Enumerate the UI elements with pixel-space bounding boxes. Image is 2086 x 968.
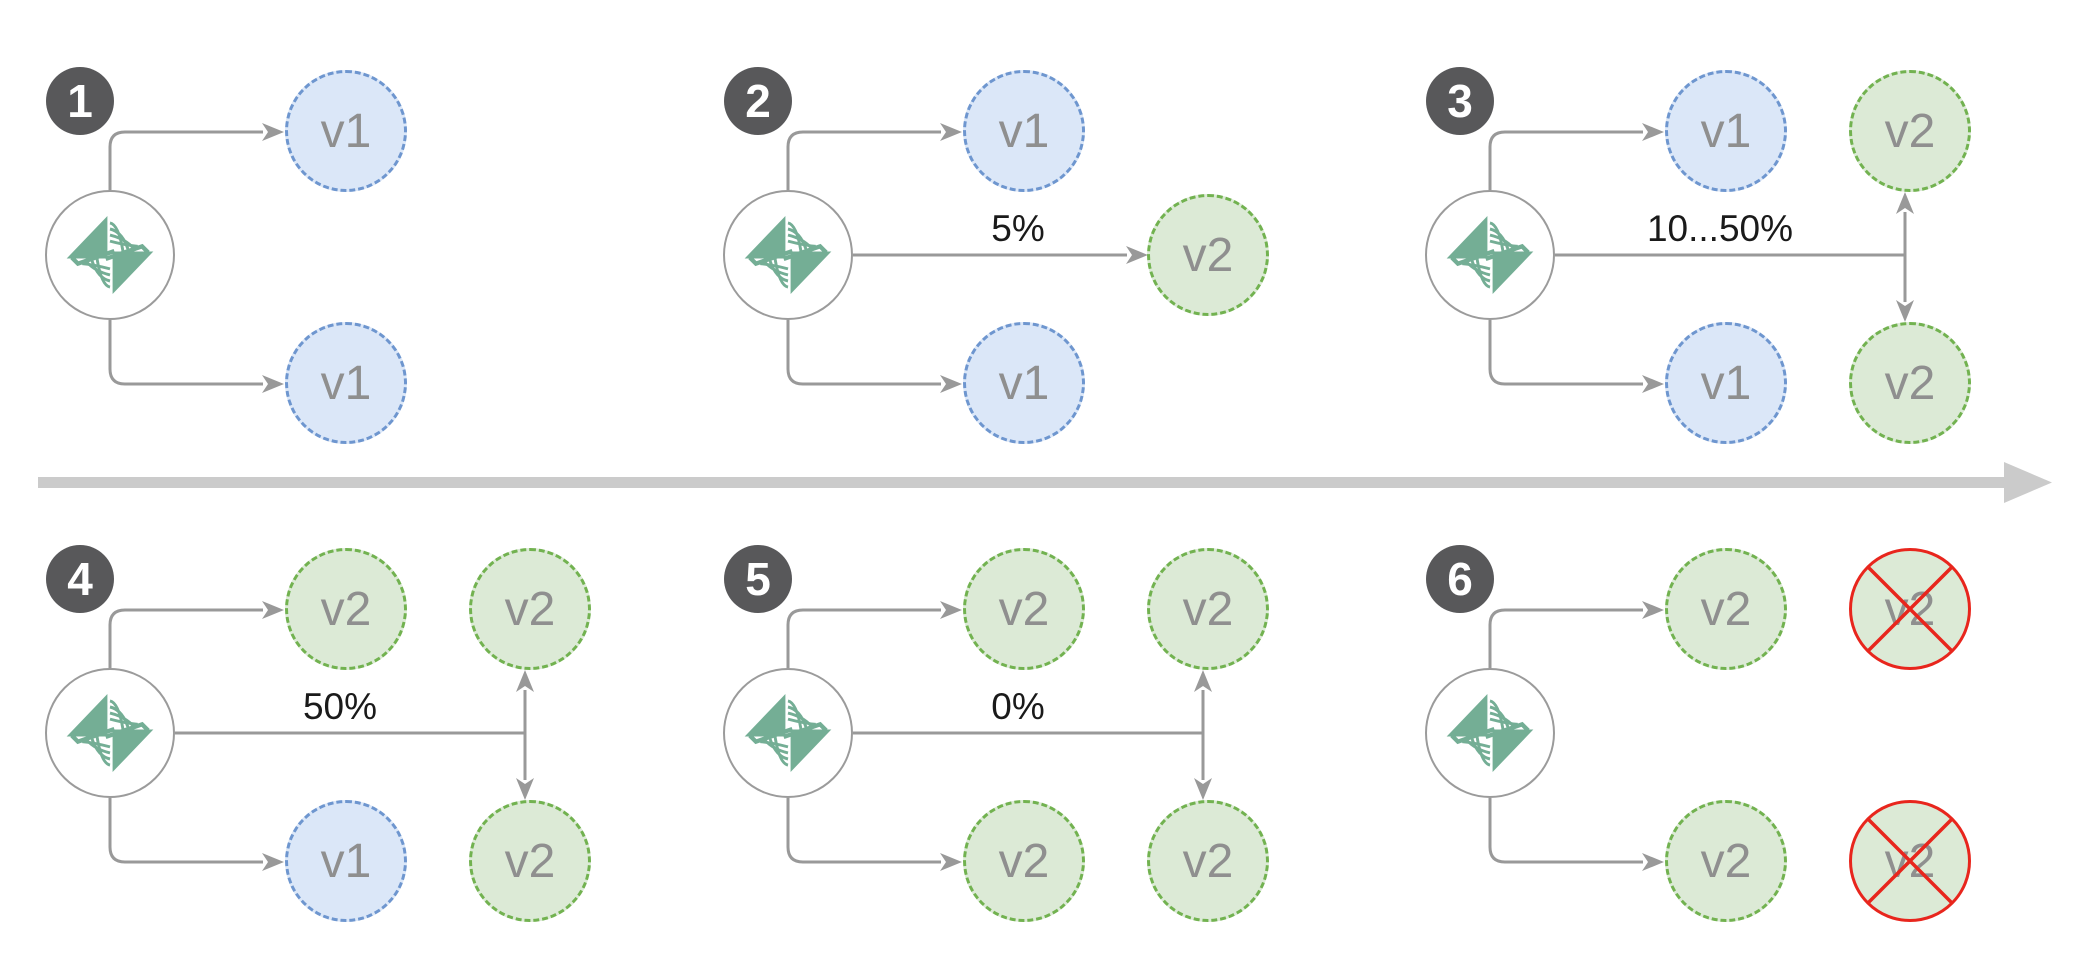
traffic-router-icon [58,203,162,307]
timeline-arrow [38,462,2052,503]
pod-label: v2 [1700,582,1752,636]
stage-number-badge: 5 [724,545,792,613]
traffic-router-icon [736,681,840,785]
pod-node-v2: v2 [1665,800,1787,922]
pod-node-v2-terminated: v2 [1849,548,1971,670]
stage-panel-2: 2 5% v1 v1 v2 [678,0,1338,470]
traffic-router-icon [58,681,162,785]
pod-label: v1 [320,834,372,888]
pod-node-v1: v1 [963,322,1085,444]
pod-label: v1 [1700,356,1752,410]
pod-node-v2: v2 [285,548,407,670]
stage-panel-5: 5 0% v2 v2 v2 v2 [678,478,1338,948]
pod-label: v1 [998,356,1050,410]
pod-node-v2-terminated: v2 [1849,800,1971,922]
pod-node-v2: v2 [963,548,1085,670]
pod-node-v2: v2 [1849,70,1971,192]
terminated-cross-icon [1865,816,1954,905]
stage-number-badge: 1 [46,67,114,135]
pod-label: v2 [1700,834,1752,888]
stage-number-badge: 3 [1426,67,1494,135]
pod-node-v1: v1 [1665,322,1787,444]
stage-number-badge: 4 [46,545,114,613]
router-node [1425,668,1555,798]
pod-node-v1: v1 [285,70,407,192]
pod-label: v2 [320,582,372,636]
pod-label: v1 [998,104,1050,158]
stage-panel-3: 3 10...50% v1 v2 v1 v2 [1380,0,2040,470]
router-node [723,190,853,320]
pod-label: v2 [1182,834,1234,888]
pod-label: v1 [320,104,372,158]
stage-panel-6: 6 v2 v2 v2 v2 [1380,478,2040,948]
pod-node-v1: v1 [285,322,407,444]
pod-node-v1: v1 [1665,70,1787,192]
stage-number-badge: 2 [724,67,792,135]
pod-label: v2 [1182,228,1234,282]
router-node [45,668,175,798]
pod-label: v2 [998,582,1050,636]
traffic-router-icon [736,203,840,307]
pod-node-v2: v2 [1147,548,1269,670]
traffic-percent-label: 0% [991,686,1045,727]
traffic-router-icon [1438,681,1542,785]
traffic-router-icon [1438,203,1542,307]
stage-panel-1: 1 v1 v1 [0,0,660,470]
traffic-percent-label: 50% [302,686,378,727]
pod-label: v1 [320,356,372,410]
pod-label: v2 [504,834,556,888]
pod-node-v1: v1 [963,70,1085,192]
traffic-percent-label: 5% [991,208,1045,249]
pod-node-v2: v2 [963,800,1085,922]
stage-panel-4: 4 50% v2 v2 v1 v2 [0,478,660,948]
pod-label: v2 [1182,582,1234,636]
pod-node-v2: v2 [469,548,591,670]
pod-label: v2 [1884,104,1936,158]
pod-label: v1 [1700,104,1752,158]
pod-label: v2 [998,834,1050,888]
router-node [1425,190,1555,320]
pod-node-v2-canary: v2 [1147,194,1269,316]
pod-node-v2: v2 [469,800,591,922]
terminated-cross-icon [1865,564,1954,653]
pod-node-v1: v1 [285,800,407,922]
pod-node-v2: v2 [1147,800,1269,922]
pod-label: v2 [504,582,556,636]
pod-label: v2 [1884,356,1936,410]
stage-number-badge: 6 [1426,545,1494,613]
router-node [45,190,175,320]
traffic-percent-label: 10...50% [1646,208,1794,249]
router-node [723,668,853,798]
pod-node-v2: v2 [1849,322,1971,444]
pod-node-v2: v2 [1665,548,1787,670]
